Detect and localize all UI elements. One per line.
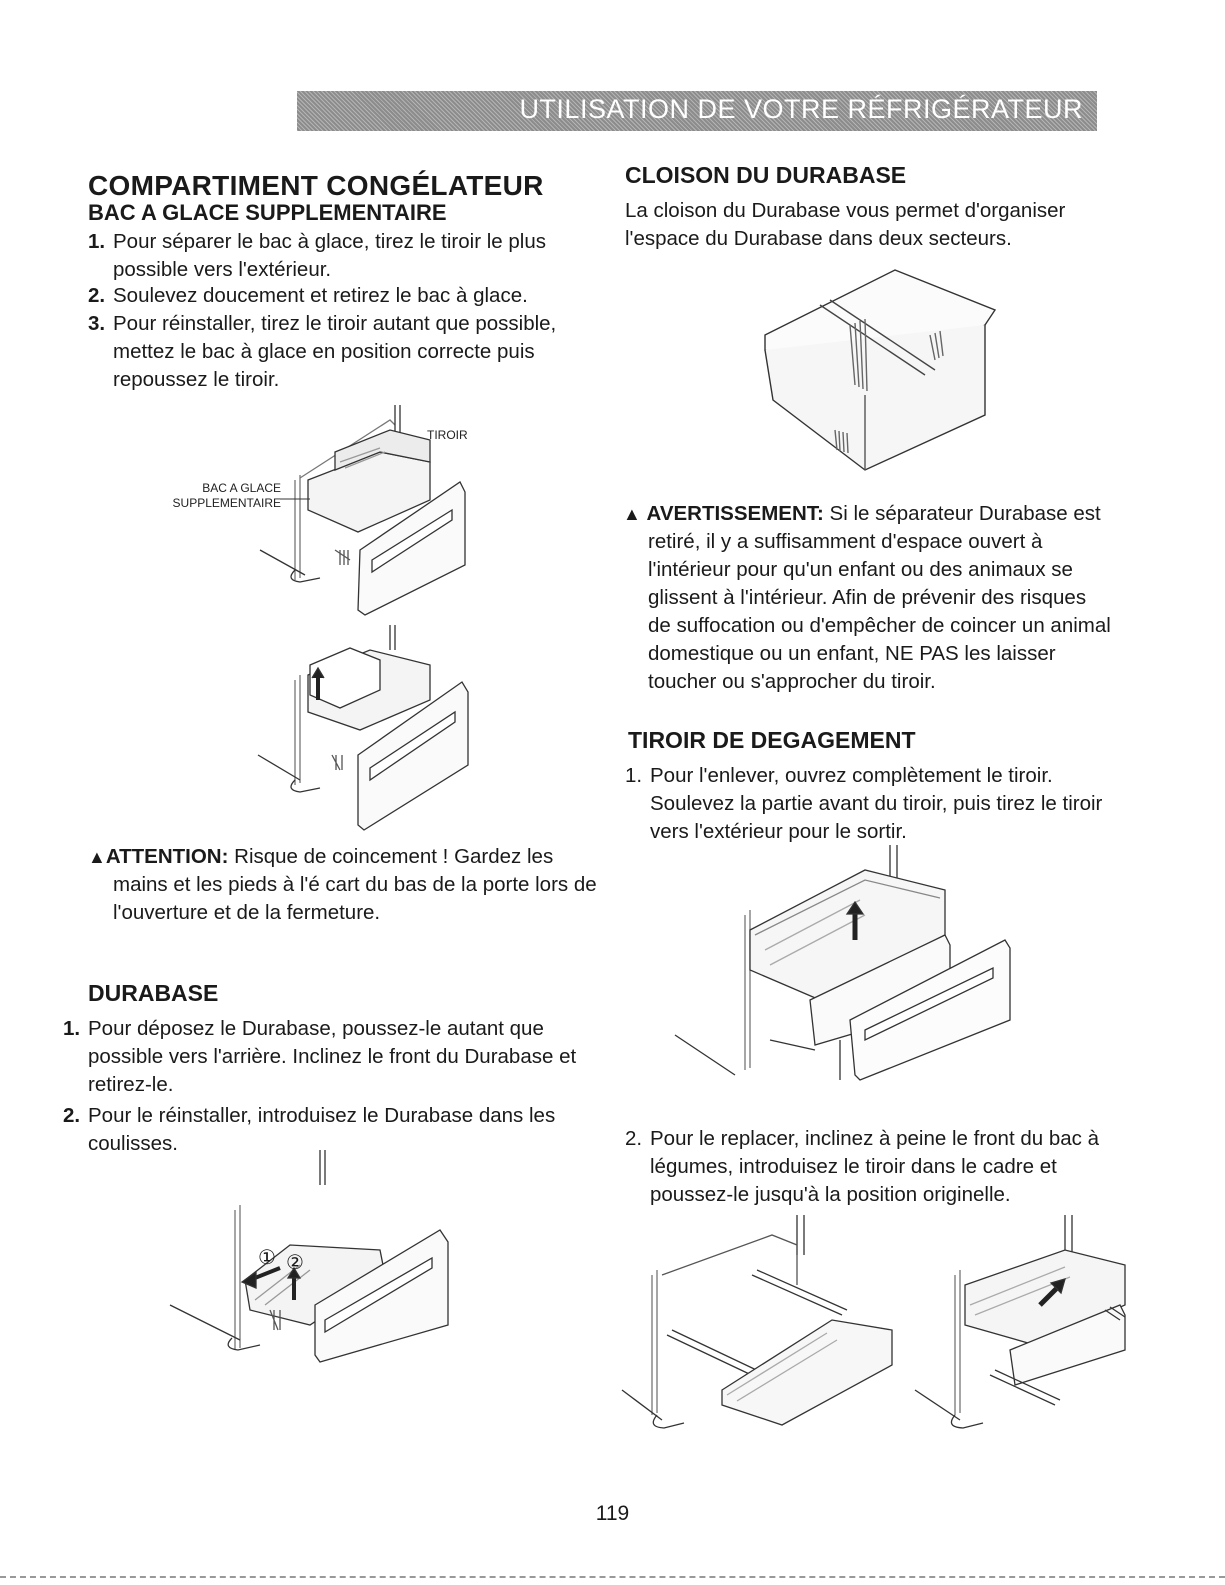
- heading-compartiment: COMPARTIMENT CONGÉLATEUR: [88, 170, 544, 201]
- subheading-bac-glace: BAC A GLACE SUPPLEMENTAIRE: [88, 200, 447, 225]
- step-number: 2.: [625, 1127, 643, 1150]
- warning-triangle-icon: ▲: [88, 847, 106, 867]
- step-text: Pour réinstaller, tirez le tiroir autant…: [113, 312, 557, 391]
- bottom-rule: [0, 1576, 1225, 1578]
- step-text: Soulevez doucement et retirez le bac à g…: [113, 284, 528, 307]
- avertissement-lead: AVERTISSEMENT:: [646, 502, 824, 525]
- figure-bac-glace-retire: [240, 620, 500, 845]
- section-title: UTILISATION DE VOTRE RÉFRIGÉRATEUR: [519, 94, 1083, 124]
- step-number: 1.: [625, 764, 643, 787]
- avertissement-text: Si le séparateur Durabase est retiré, il…: [648, 502, 1111, 693]
- page-number: 119: [595, 1502, 630, 1525]
- heading-tiroir-degagement: TIROIR DE DEGAGEMENT: [628, 727, 916, 753]
- warning-triangle-icon: ▲: [623, 504, 641, 524]
- attention-lead: ATTENTION:: [105, 845, 229, 868]
- figure-tiroir-bac-glace: [240, 400, 500, 650]
- figure-tiroir-enlever: [674, 840, 1020, 1085]
- step-number: 1.: [63, 1017, 81, 1040]
- figure-cloison: [755, 265, 1000, 480]
- heading-durabase: DURABASE: [88, 980, 219, 1006]
- label-bac-glace-line1: BAC A GLACE: [202, 481, 281, 495]
- avertissement-note: ▲ AVERTISSEMENT: Si le séparateur Duraba…: [623, 500, 1113, 696]
- leader-line: [280, 488, 310, 506]
- figure-tiroir-replacer-2: [914, 1215, 1130, 1445]
- step-number: 2.: [63, 1104, 81, 1127]
- figure-durabase: [169, 1150, 460, 1370]
- step-number: 2.: [88, 284, 106, 307]
- step-text: Pour séparer le bac à glace, tirez le ti…: [113, 230, 546, 281]
- step-1-bac: 1. Pour séparer le bac à glace, tirez le…: [88, 228, 568, 284]
- step-3-bac: 3. Pour réinstaller, tirez le tiroir aut…: [88, 310, 578, 394]
- step-text: Pour le réinstaller, introduisez le Dura…: [88, 1104, 556, 1155]
- heading-cloison: CLOISON DU DURABASE: [625, 162, 907, 188]
- cloison-text: La cloison du Durabase vous permet d'org…: [625, 199, 1066, 250]
- step-text: Pour l'enlever, ouvrez complètement le t…: [650, 764, 1103, 843]
- step-text: Pour le replacer, inclinez à peine le fr…: [650, 1127, 1099, 1206]
- attention-note: ▲ATTENTION: Risque de coincement ! Garde…: [88, 843, 608, 927]
- step-1-tiroir: 1. Pour l'enlever, ouvrez complètement l…: [625, 762, 1125, 846]
- step-text: Pour déposez le Durabase, poussez-le aut…: [88, 1017, 577, 1096]
- label-tiroir: TIROIR: [427, 428, 468, 442]
- marker-1: ①: [258, 1247, 276, 1269]
- step-2-tiroir: 2. Pour le replacer, inclinez à peine le…: [625, 1125, 1125, 1209]
- step-number: 1.: [88, 230, 106, 253]
- step-2-durabase: 2. Pour le réinstaller, introduisez le D…: [63, 1102, 563, 1158]
- figure-tiroir-replacer-1: [621, 1215, 902, 1445]
- section-banner: UTILISATION DE VOTRE RÉFRIGÉRATEUR: [297, 91, 1097, 131]
- attention-text: Risque de coincement ! Gardez les mains …: [113, 845, 597, 924]
- step-2-bac: 2. Soulevez doucement et retirez le bac …: [88, 282, 568, 310]
- label-bac-glace-line2: SUPPLEMENTAIRE: [172, 496, 281, 510]
- marker-2: ②: [286, 1252, 304, 1274]
- step-1-durabase: 1. Pour déposez le Durabase, poussez-le …: [63, 1015, 583, 1099]
- step-number: 3.: [88, 312, 106, 335]
